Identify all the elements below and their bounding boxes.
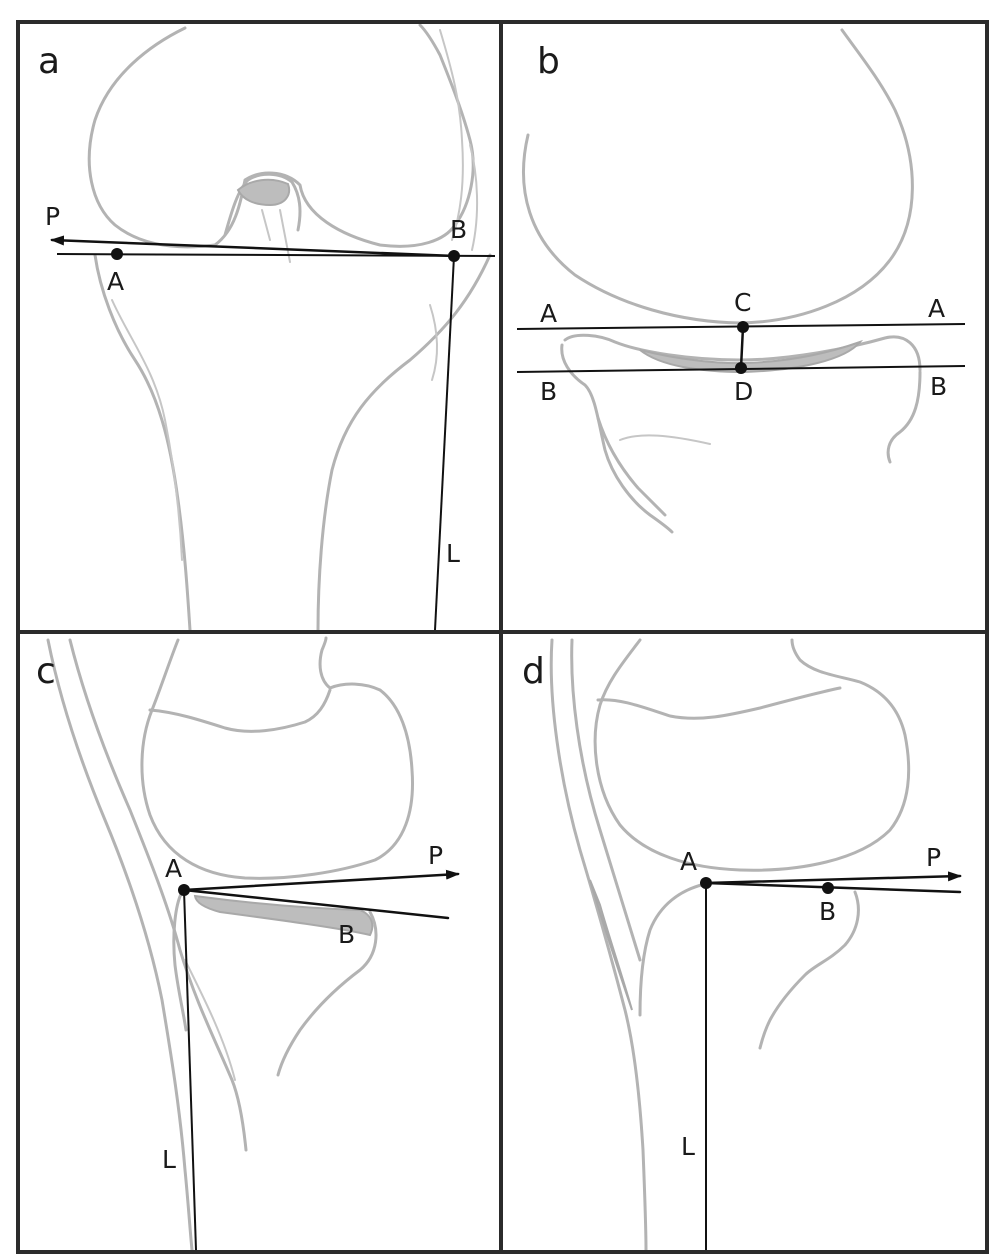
panel-c-bone-sketch [46, 636, 414, 1252]
panel-b-point-d-marker [735, 362, 747, 374]
panel-b-point-b-left-label: B [540, 377, 557, 406]
panel-d-point-p-label: P [926, 843, 941, 872]
panel-c-point-p-label: P [428, 841, 443, 870]
panel-a-label: a [38, 41, 60, 82]
panel-a-point-a-label: A [107, 267, 124, 296]
panel-c-l-axis [183, 889, 197, 1251]
panel-c-slope-line [182, 888, 450, 920]
panel-c-point-a-label: A [165, 854, 182, 883]
panel-a-point-a-marker [111, 248, 123, 260]
panel-d-point-b-marker [822, 882, 834, 894]
panel-a-point-l-label: L [446, 539, 460, 568]
panel-d-point-b-label: B [819, 897, 836, 926]
panel-b-point-c-label: C [734, 288, 751, 317]
panel-d-label: d [522, 651, 545, 692]
panel-a: a P A B L [38, 23, 496, 632]
panel-b-label: b [537, 41, 560, 82]
panel-a-l-axis [434, 255, 455, 631]
panel-d-p-arrow [704, 871, 962, 885]
panel-a-point-b-label: B [450, 215, 467, 244]
panel-c: c A P B L [36, 636, 460, 1252]
panel-b-point-a-left-label: A [540, 299, 557, 328]
panel-b-point-d-label: D [734, 377, 753, 406]
panel-b-cd-segment [739, 325, 745, 370]
panel-c-point-b-label: B [338, 920, 355, 949]
panel-c-p-arrow [182, 869, 460, 892]
panel-c-label: c [36, 651, 56, 692]
panel-b-bone-sketch [521, 28, 922, 534]
panel-d-point-a-label: A [680, 847, 697, 876]
panel-c-point-a-marker [178, 884, 190, 896]
panel-a-bone-sketch [87, 23, 492, 632]
panel-c-point-l-label: L [162, 1145, 176, 1174]
panel-b-point-b-right-label: B [930, 372, 947, 401]
panel-b: b A A B B C D [516, 28, 966, 534]
panel-d-point-a-marker [700, 877, 712, 889]
panel-b-point-c-marker [737, 321, 749, 333]
panel-frames [16, 20, 989, 1254]
panel-a-p-arrow [50, 235, 457, 258]
panel-a-point-b-marker [448, 250, 460, 262]
panel-d: d A P B L [522, 638, 962, 1252]
panel-a-point-p-label: P [45, 202, 60, 231]
panel-b-point-a-right-label: A [928, 294, 945, 323]
panel-d-bone-sketch [549, 638, 911, 1252]
panel-d-point-l-label: L [681, 1132, 695, 1161]
